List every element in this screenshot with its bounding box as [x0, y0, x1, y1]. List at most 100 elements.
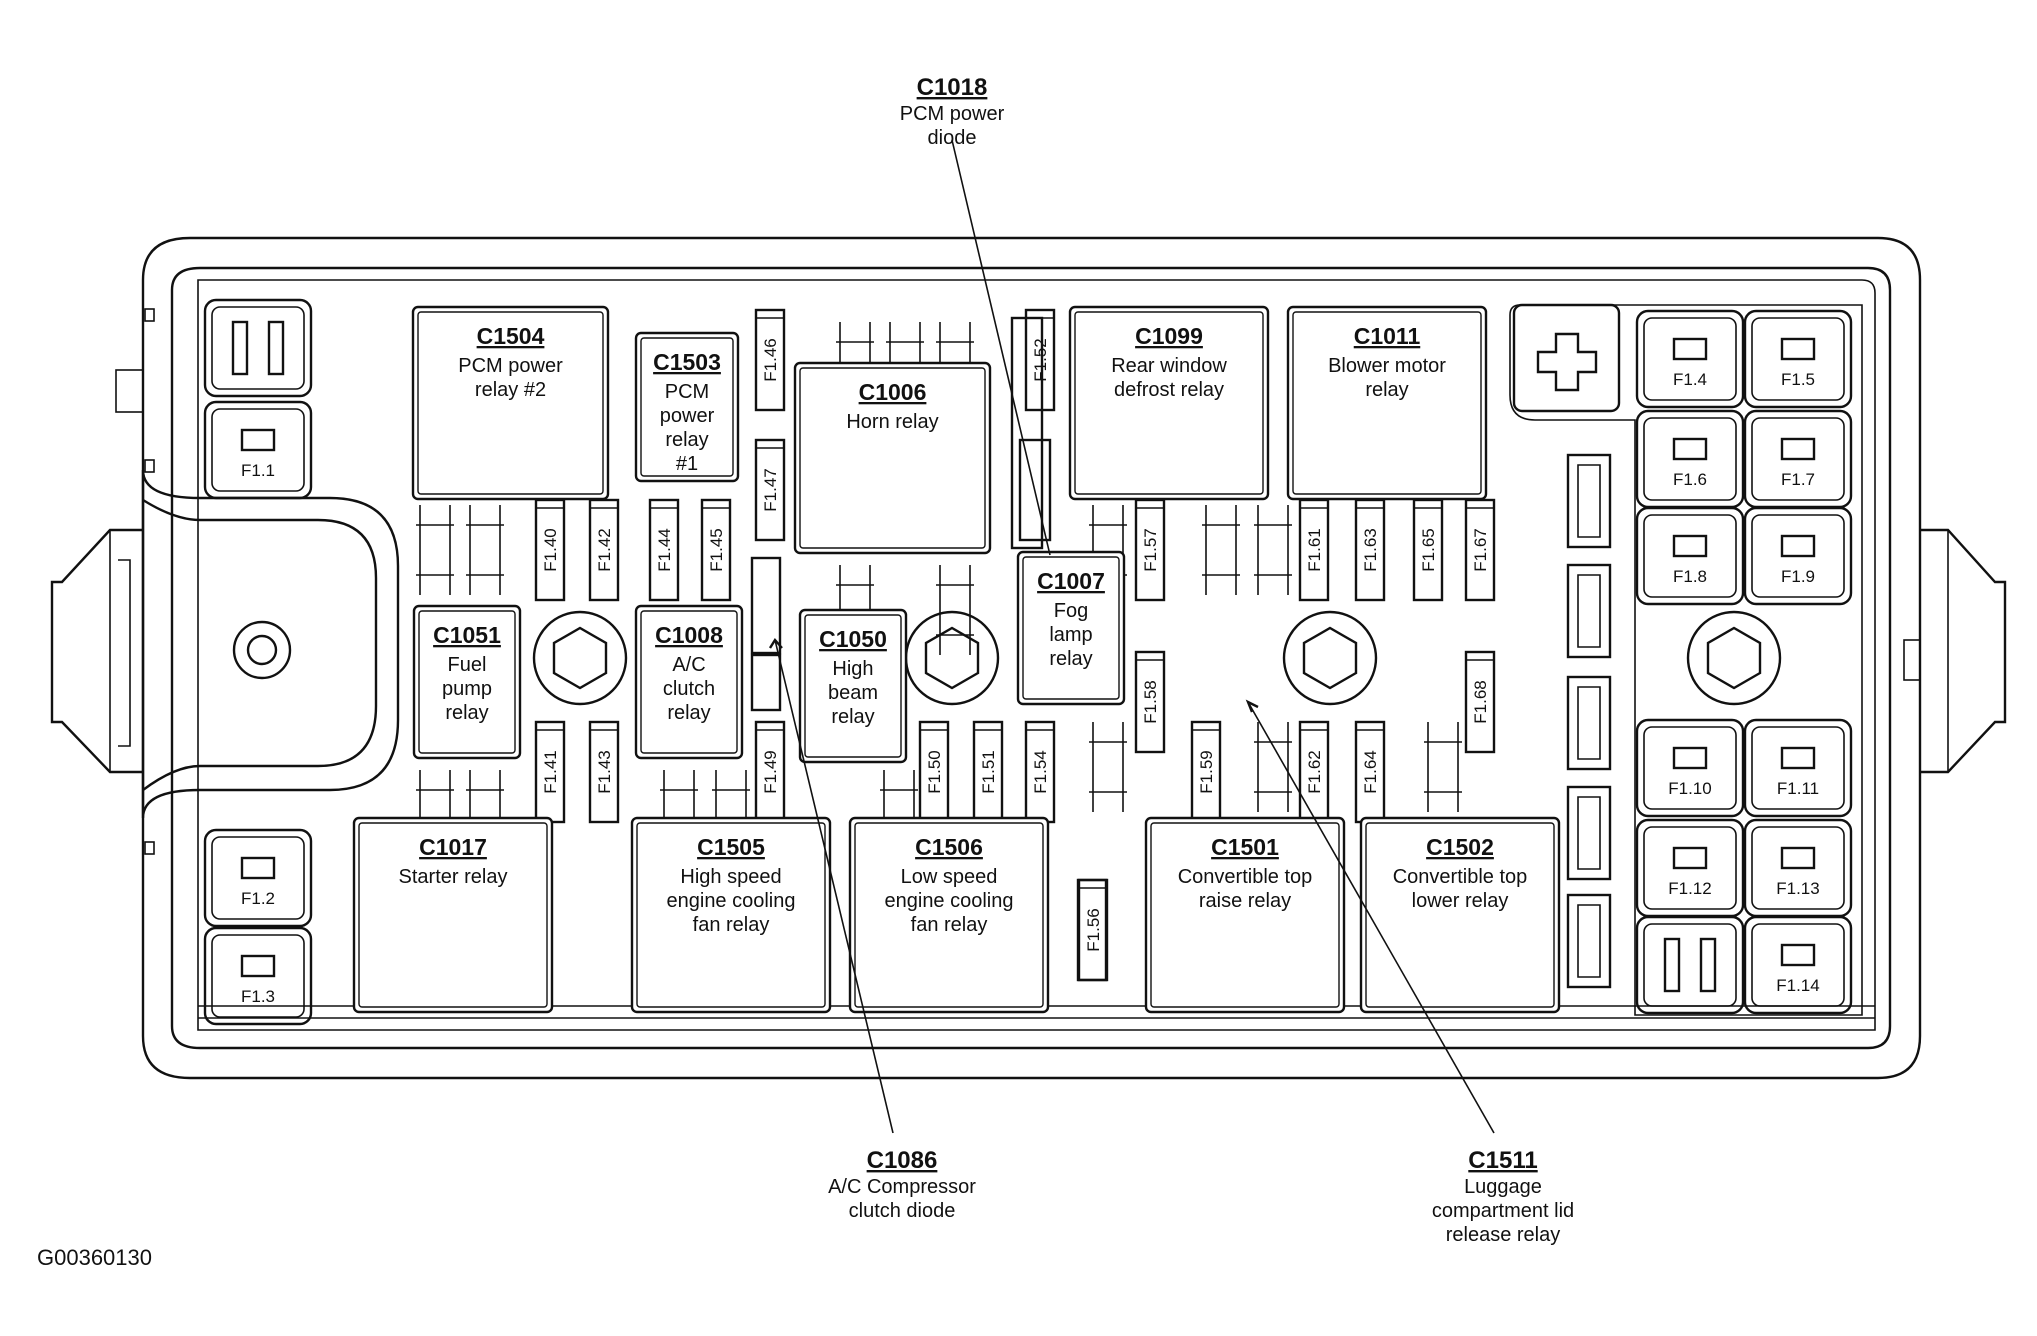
fuse-window	[1780, 746, 1816, 770]
relay-description: Rear window	[1111, 355, 1227, 377]
fuse-blade	[267, 320, 285, 376]
fuse-socket	[1743, 309, 1853, 409]
relay-code: C1008	[655, 622, 723, 648]
mini-fuse-f1-65: F1.65	[1412, 498, 1444, 602]
mini-fuse-f1-56: F1.56	[1077, 878, 1109, 982]
connector-slot	[1566, 453, 1612, 549]
maxi-fuse-f1-7: F1.7	[1743, 409, 1853, 509]
relay-description: Fog	[1054, 600, 1088, 622]
relay-body	[1286, 305, 1488, 501]
terminal-cavity	[466, 505, 504, 595]
relay-description: relay	[1365, 379, 1408, 401]
callout-code: C1511	[1468, 1147, 1537, 1174]
mini-fuse-f1-61: F1.61	[1298, 498, 1330, 602]
fuse-blade	[1699, 937, 1717, 993]
mini-fuse-f1-46: F1.46	[754, 308, 786, 412]
relay-inner-edge	[1074, 311, 1264, 495]
relay-body	[630, 816, 832, 1014]
relay-description: Convertible top	[1178, 866, 1313, 888]
slot-inner	[1577, 686, 1601, 760]
slot-inner	[1577, 574, 1601, 648]
relay-inner-edge	[640, 610, 738, 754]
connector-slot	[1566, 785, 1612, 881]
maxi-fuse-f1-3: F1.3	[203, 926, 313, 1026]
mini-fuse-f1-62: F1.62	[1298, 720, 1330, 824]
bolt-head	[924, 626, 980, 690]
fuse-label: F1.40	[541, 528, 560, 571]
relay-description: High	[832, 658, 873, 680]
bolt-ring	[532, 610, 628, 706]
stud-bolt	[904, 610, 1000, 706]
fuse-label: F1.6	[1673, 470, 1707, 489]
bolt-ring	[1282, 610, 1378, 706]
mini-fuse-f1-40: F1.40	[534, 498, 566, 602]
terminal-cavity	[712, 770, 750, 860]
relay-inner-edge	[799, 367, 986, 549]
bolt-ring	[904, 610, 1000, 706]
relay-body	[634, 331, 740, 483]
mini-fuse-f1-45: F1.45	[700, 498, 732, 602]
relay-description: PCM	[665, 381, 709, 403]
maxi-fuse-f1-14: F1.14	[1743, 915, 1853, 1015]
fuse-body	[211, 836, 305, 920]
fuse-label: F1.5	[1781, 370, 1815, 389]
slot-inner	[1577, 904, 1601, 978]
relay-description: A/C	[672, 654, 705, 676]
fuse-window	[1780, 337, 1816, 361]
bolt-head	[552, 626, 608, 690]
fuse-body	[1464, 650, 1496, 754]
fuse-label: F1.68	[1471, 680, 1490, 723]
mini-fuse-f1-57: F1.57	[1134, 498, 1166, 602]
relay-inner-edge	[854, 822, 1044, 1008]
relay-description: lamp	[1049, 624, 1092, 646]
fuse-label: F1.4	[1673, 370, 1707, 389]
callout-description: clutch diode	[849, 1200, 956, 1222]
terminal-cavity	[880, 770, 918, 860]
relay-body	[793, 361, 992, 555]
spare-maxi-socket	[203, 298, 313, 398]
relay-body	[411, 305, 610, 501]
relay-inner-edge	[804, 614, 902, 758]
relay-description: relay	[831, 706, 874, 728]
relay-description: relay	[1049, 648, 1092, 670]
fuse-body	[1751, 923, 1845, 1007]
maxi-fuse-f1-13: F1.13	[1743, 818, 1853, 918]
arrow-head-c1086	[768, 637, 783, 649]
connector-slot	[1566, 893, 1612, 989]
callout-description: release relay	[1446, 1224, 1561, 1246]
relay-body	[1068, 305, 1270, 501]
relay-description: Convertible top	[1393, 866, 1528, 888]
slot-inner	[1577, 796, 1601, 870]
fuse-window	[1672, 846, 1708, 870]
terminal-cavity	[1424, 722, 1462, 812]
relay-code: C1503	[653, 349, 721, 375]
fuse-socket	[203, 828, 313, 928]
fuse-blade	[1663, 937, 1681, 993]
relay-description: relay #2	[475, 379, 546, 401]
fuse-socket	[1743, 718, 1853, 818]
mini-fuse-f1-49: F1.49	[754, 720, 786, 824]
fuse-label: F1.3	[241, 987, 275, 1006]
fuse-body	[588, 720, 620, 824]
fuse-body	[211, 408, 305, 492]
mini-fuse-f1-41: F1.41	[534, 720, 566, 824]
fuse-body	[1751, 317, 1845, 401]
terminal-cavity	[936, 565, 974, 655]
relay-description: engine cooling	[667, 890, 796, 912]
fuse-blade	[231, 320, 249, 376]
fuse-label: F1.7	[1781, 470, 1815, 489]
fuse-label: F1.52	[1031, 338, 1050, 381]
fuse-body	[1643, 317, 1737, 401]
bolt-head	[1302, 626, 1358, 690]
